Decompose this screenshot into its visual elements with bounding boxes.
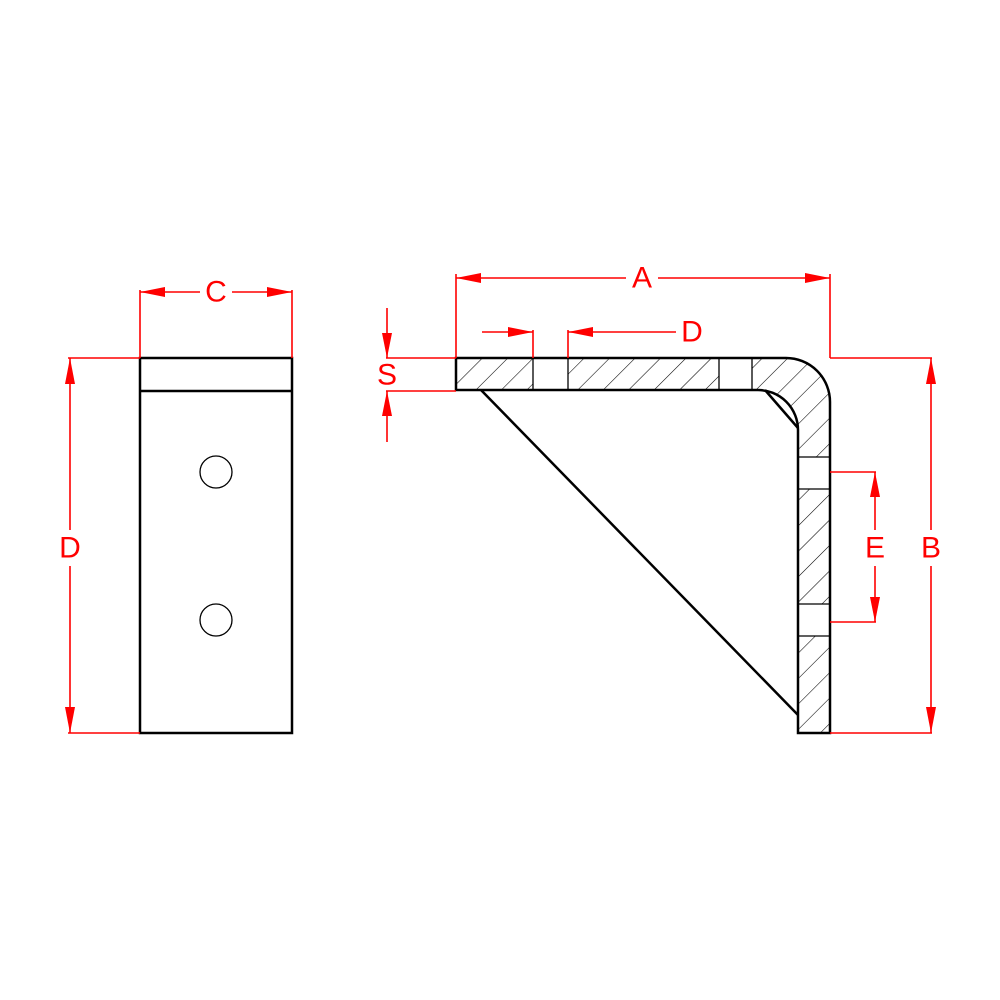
arrow-up-icon (870, 472, 880, 497)
dimension-b: B (830, 358, 941, 734)
mounting-hole-bottom (199, 603, 233, 637)
front-view-outline (138, 356, 294, 735)
gusset-diagonal (480, 389, 799, 716)
arrow-up-icon (926, 358, 936, 384)
front-view (138, 356, 294, 735)
dimension-label-d-front: D (59, 532, 81, 565)
arrow-left-icon (140, 287, 165, 297)
dimension-d-front: D (59, 357, 140, 734)
dimension-c: C (139, 276, 293, 358)
slot-horizontal-2 (719, 359, 752, 389)
slot-vertical-1 (799, 457, 829, 489)
dimension-e: E (830, 471, 885, 623)
bracket-section-outline (454, 356, 832, 735)
slot-vertical-2 (799, 604, 829, 636)
arrow-right-icon (267, 287, 292, 297)
mounting-hole-top (199, 455, 233, 489)
dimension-d-section: D (482, 316, 703, 358)
arrow-left-icon (456, 273, 481, 283)
dimension-label-b: B (921, 532, 941, 565)
dimension-label-a: A (632, 262, 652, 295)
arrow-down-icon (926, 707, 936, 733)
dimension-label-c: C (205, 276, 227, 309)
dimension-label-s: S (377, 359, 397, 392)
dimension-a: A (455, 262, 932, 359)
arrow-left-icon (568, 327, 593, 337)
dimension-label-d-section: D (681, 316, 703, 349)
arrow-up-icon (382, 391, 392, 416)
dimension-s: S (377, 308, 456, 442)
arrow-down-icon (870, 597, 880, 622)
inner-corner-weld (764, 389, 799, 429)
arrow-down-icon (65, 707, 75, 733)
arrow-right-icon (805, 273, 830, 283)
section-view (454, 356, 832, 735)
arrow-down-icon (382, 333, 392, 358)
arrow-up-icon (65, 358, 75, 384)
slot-horizontal-1 (533, 359, 568, 389)
arrow-right-icon (508, 327, 533, 337)
dimension-label-e: E (865, 532, 885, 565)
